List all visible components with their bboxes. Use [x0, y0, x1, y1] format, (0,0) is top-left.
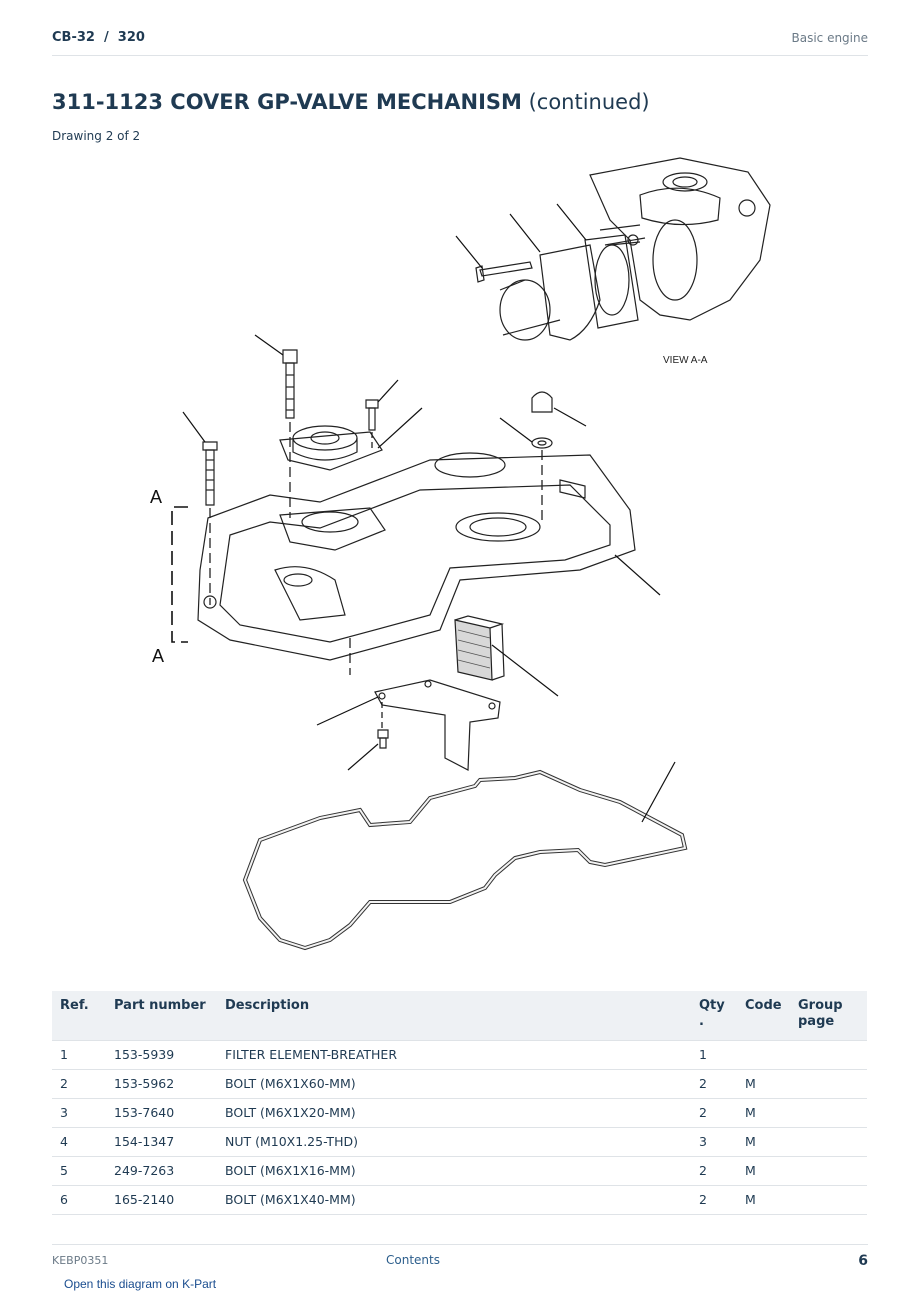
cell-code	[737, 1040, 790, 1070]
bolt-long-center	[282, 349, 298, 419]
cell-description: BOLT (M6X1X60-MM)	[217, 1069, 691, 1099]
header-description: Description	[217, 991, 691, 1041]
filter-element	[454, 615, 505, 681]
breather-cap	[279, 425, 383, 471]
header-qty: Qty .	[691, 991, 737, 1041]
cell-group-page	[790, 1069, 867, 1099]
cell-description: BOLT (M6X1X20-MM)	[217, 1098, 691, 1128]
cell-ref: 6	[52, 1185, 106, 1215]
section-mark-bottom: A	[152, 646, 164, 666]
cell-group-page	[790, 1040, 867, 1070]
cell-part-number: 154-1347	[106, 1127, 217, 1157]
cell-part-number: 153-5962	[106, 1069, 217, 1099]
cell-qty: 2	[691, 1098, 737, 1128]
cell-description: BOLT (M6X1X16-MM)	[217, 1156, 691, 1186]
view-a-a-housing	[589, 157, 771, 321]
washer	[531, 437, 553, 449]
cell-group-page	[790, 1127, 867, 1157]
cell-ref: 3	[52, 1098, 106, 1128]
cell-part-number: 153-5939	[106, 1040, 217, 1070]
cell-part-number: 165-2140	[106, 1185, 217, 1215]
cell-ref: 4	[52, 1127, 106, 1157]
cell-qty: 2	[691, 1185, 737, 1215]
page-footer: KEBP0351 Contents 6	[52, 1244, 868, 1274]
open-in-kpart-link[interactable]: Open this diagram on K-Part	[64, 1277, 217, 1291]
cell-part-number: 249-7263	[106, 1156, 217, 1186]
baffle-plate	[374, 679, 501, 771]
page-number: 6	[858, 1253, 868, 1269]
footer-doc-code: KEBP0351	[52, 1254, 109, 1267]
view-label: VIEW A-A	[663, 355, 708, 366]
table-row: 6 165-2140 BOLT (M6X1X40-MM) 2 M	[52, 1185, 867, 1215]
bolt-short	[365, 399, 379, 431]
page-title: 311-1123 COVER GP-VALVE MECHANISM (conti…	[52, 90, 650, 114]
header-part-number: Part number	[106, 991, 217, 1041]
exploded-parts-diagram: VIEW A-A	[120, 150, 820, 970]
valve-cover	[197, 452, 636, 661]
table-row: 4 154-1347 NUT (M10X1.25-THD) 3 M	[52, 1127, 867, 1157]
drawing-counter: Drawing 2 of 2	[52, 129, 141, 143]
cell-code: M	[737, 1069, 790, 1099]
cell-code: M	[737, 1098, 790, 1128]
table-row: 1 153-5939 FILTER ELEMENT-BREATHER 1	[52, 1040, 867, 1070]
view-a-a-tube	[499, 244, 601, 341]
header-group-page: Group page	[790, 991, 867, 1041]
view-a-a-gasket	[584, 234, 639, 329]
cell-part-number: 153-7640	[106, 1098, 217, 1128]
view-a-a-bolt	[475, 234, 646, 283]
small-screw	[377, 729, 389, 749]
cell-code: M	[737, 1127, 790, 1157]
table-row: 5 249-7263 BOLT (M6X1X16-MM) 2 M	[52, 1156, 867, 1186]
document-id: CB-32 / 320	[52, 30, 145, 45]
cell-qty: 3	[691, 1127, 737, 1157]
table-row: 3 153-7640 BOLT (M6X1X20-MM) 2 M	[52, 1098, 867, 1128]
cell-description: FILTER ELEMENT-BREATHER	[217, 1040, 691, 1070]
cell-ref: 5	[52, 1156, 106, 1186]
cell-description: NUT (M10X1.25-THD)	[217, 1127, 691, 1157]
cell-qty: 1	[691, 1040, 737, 1070]
cover-gasket	[242, 769, 688, 951]
header-ref: Ref.	[52, 991, 106, 1041]
cell-group-page	[790, 1185, 867, 1215]
parts-table: Ref. Part number Description Qty . Code …	[52, 991, 867, 1215]
cell-code: M	[737, 1185, 790, 1215]
cell-group-page	[790, 1156, 867, 1186]
page-header: CB-32 / 320 Basic engine	[52, 28, 868, 56]
table-row: 2 153-5962 BOLT (M6X1X60-MM) 2 M	[52, 1069, 867, 1099]
contents-link[interactable]: Contents	[386, 1253, 440, 1267]
cell-qty: 2	[691, 1069, 737, 1099]
cell-code: M	[737, 1156, 790, 1186]
cell-description: BOLT (M6X1X40-MM)	[217, 1185, 691, 1215]
title-suffix: (continued)	[521, 90, 650, 114]
cell-ref: 1	[52, 1040, 106, 1070]
bolt-long-left	[202, 441, 218, 506]
acorn-nut	[531, 391, 553, 413]
header-code: Code	[737, 991, 790, 1041]
table-header-row: Ref. Part number Description Qty . Code …	[52, 991, 867, 1041]
section-mark-top: A	[150, 487, 162, 507]
cell-ref: 2	[52, 1069, 106, 1099]
cell-qty: 2	[691, 1156, 737, 1186]
cell-group-page	[790, 1098, 867, 1128]
section-name: Basic engine	[791, 31, 868, 45]
title-main: 311-1123 COVER GP-VALVE MECHANISM	[52, 90, 522, 114]
